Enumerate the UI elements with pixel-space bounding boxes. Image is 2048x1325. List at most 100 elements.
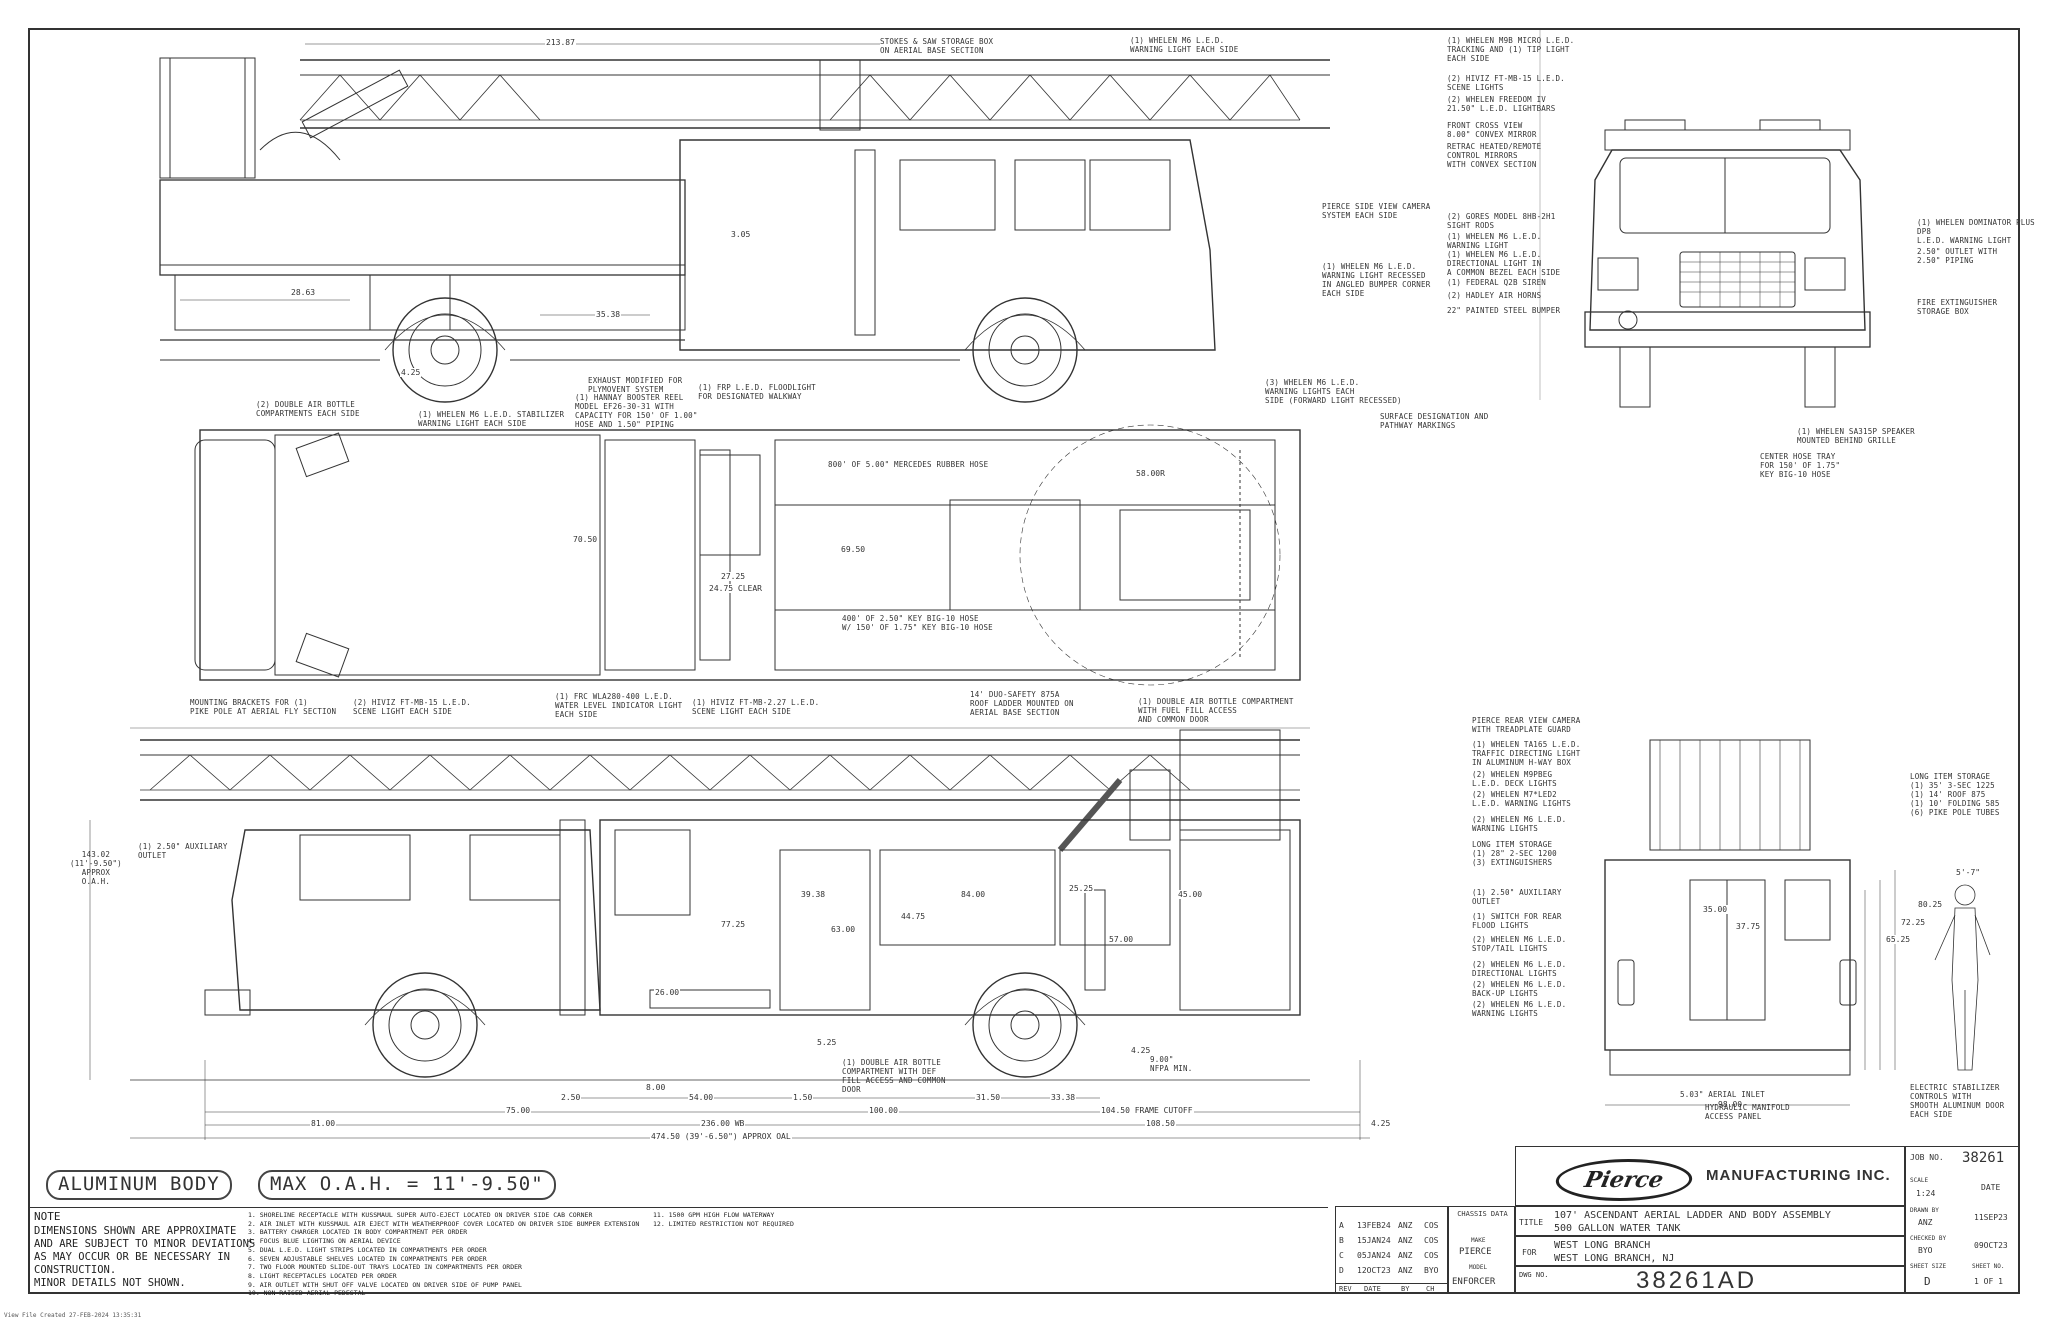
rev-header: CH: [1426, 1285, 1435, 1293]
notes-panel: NOTE DIMENSIONS SHOWN ARE APPROXIMATE AN…: [28, 1207, 1328, 1298]
callout-label: STOKES & SAW STORAGE BOX ON AERIAL BASE …: [880, 37, 994, 55]
rev-ch: COS: [1424, 1251, 1439, 1260]
scale-figure: [1934, 884, 1991, 1071]
note-item: 9. AIR OUTLET WITH SHUT OFF VALVE LOCATE…: [248, 1280, 522, 1289]
dim-label: 54.00: [688, 1093, 715, 1102]
rev-letter: B: [1339, 1236, 1344, 1245]
callout-label: LONG ITEM STORAGE (1) 28" 2-SEC 1200 (3)…: [1472, 840, 1557, 867]
callout-label: (1) WHELEN M6 L.E.D. WARNING LIGHT EACH …: [1130, 36, 1239, 54]
note-item: 4. FOCUS BLUE LIGHTING ON AERIAL DEVICE: [248, 1237, 401, 1246]
callout-label: SURFACE DESIGNATION AND PATHWAY MARKINGS: [1380, 412, 1489, 430]
dwg-number: 38261AD: [1636, 1267, 1758, 1294]
dim-label: 58.00R: [1135, 469, 1166, 478]
callout-label: (1) WHELEN TA165 L.E.D. TRAFFIC DIRECTIN…: [1472, 740, 1581, 767]
callout-label: (1) 2.50" AUXILIARY OUTLET: [1472, 888, 1562, 906]
callout-label: (1) 2.50" AUXILIARY OUTLET: [138, 842, 228, 860]
dim-label: 26.00: [654, 988, 681, 997]
rev-letter: A: [1339, 1221, 1344, 1230]
rev-header: BY: [1401, 1285, 1410, 1293]
callout-label: (2) DOUBLE AIR BOTTLE COMPARTMENTS EACH …: [256, 400, 360, 418]
body-type-label: ALUMINUM BODY: [46, 1170, 232, 1200]
callout-label: EXHAUST MODIFIED FOR PLYMOVENT SYSTEM: [588, 376, 683, 394]
callout-label: (2) WHELEN M6 L.E.D. DIRECTIONAL LIGHTS: [1472, 960, 1567, 978]
plan-view: [194, 424, 1301, 686]
dim-label: 44.75: [900, 912, 927, 921]
rev-ch: BYO: [1424, 1266, 1439, 1275]
notes-list-a: 1. SHORELINE RECEPTACLE WITH KUSSMAUL SU…: [248, 1211, 639, 1298]
chassis-label: CHASSIS DATA: [1457, 1210, 1508, 1218]
max-oah-label: MAX O.A.H. = 11'-9.50": [258, 1170, 556, 1200]
dim-label: 3.05: [730, 230, 752, 239]
dim-label: 5.25: [816, 1038, 838, 1047]
dim-label: 80.25: [1917, 900, 1944, 909]
notes-heading: NOTE: [34, 1210, 61, 1223]
dim-label: 24.75 CLEAR: [708, 584, 763, 593]
callout-label: PIERCE REAR VIEW CAMERA WITH TREADPLATE …: [1472, 716, 1581, 734]
dim-label: 45.00: [1177, 890, 1204, 899]
callout-label: (1) WHELEN M6 L.E.D. WARNING LIGHT RECES…: [1322, 262, 1431, 298]
callout-label: (1) WHELEN SA315P SPEAKER MOUNTED BEHIND…: [1797, 427, 1915, 445]
dim-label: 33.38: [1050, 1093, 1077, 1102]
dim-label: 8.00: [645, 1083, 667, 1092]
notes-list-b: 11. 1500 GPM HIGH FLOW WATERWAY 12. LIMI…: [653, 1211, 794, 1228]
top-side-view: [159, 43, 1330, 403]
oah-dim-label: 143.02 (11'-9.50") APPROX O.A.H.: [70, 850, 122, 886]
callout-label: (2) GORES MODEL 8HB-2H1 SIGHT RODS: [1447, 212, 1556, 230]
dim-label: 236.00 WB: [700, 1119, 746, 1128]
sheet-no-value: 1 OF 1: [1974, 1277, 2003, 1286]
callout-label: HYDRAULIC MANIFOLD ACCESS PANEL: [1705, 1103, 1790, 1121]
for-label: FOR: [1522, 1248, 1537, 1257]
note-item: 8. LIGHT RECEPTACLES LOCATED PER ORDER: [248, 1271, 397, 1280]
title-line-2: 500 GALLON WATER TANK: [1554, 1223, 1681, 1234]
dwg-row: DWG NO. 38261AD: [1515, 1266, 1905, 1294]
rev-by: ANZ: [1398, 1221, 1413, 1230]
checked-by-label: CHECKED BY: [1910, 1235, 1947, 1242]
callout-label: (3) WHELEN M6 L.E.D. WARNING LIGHTS EACH…: [1265, 378, 1402, 405]
dim-label: 4.25: [1130, 1046, 1152, 1055]
callout-label: 5.03" AERIAL INLET: [1680, 1090, 1765, 1099]
dim-label: 9.00" NFPA MIN.: [1150, 1055, 1193, 1073]
callout-label: (1) FRP L.E.D. FLOODLIGHT FOR DESIGNATED…: [698, 383, 816, 401]
callout-label: PIERCE SIDE VIEW CAMERA SYSTEM EACH SIDE: [1322, 202, 1431, 220]
bottom-side-view: [89, 727, 1370, 1140]
callout-label: (1) HANNAY BOOSTER REEL MODEL EF26-30-31…: [575, 393, 698, 429]
dwg-label: DWG NO.: [1519, 1271, 1549, 1279]
note-item: 10. NON-RAISED AERIAL PEDESTAL: [248, 1289, 366, 1298]
notes-main-text: DIMENSIONS SHOWN ARE APPROXIMATE AND ARE…: [34, 1225, 256, 1289]
dim-label: 37.75: [1735, 922, 1762, 931]
scale-label: SCALE: [1910, 1177, 1929, 1184]
rev-header: DATE: [1364, 1285, 1381, 1293]
callout-label: 22" PAINTED STEEL BUMPER: [1447, 306, 1561, 315]
callout-label: (1) HIVIZ FT-MB-2.27 L.E.D. SCENE LIGHT …: [692, 698, 820, 716]
dim-label: 65.25: [1885, 935, 1912, 944]
title-row: TITLE 107' ASCENDANT AERIAL LADDER AND B…: [1515, 1206, 1905, 1236]
dim-label: 2.50: [560, 1093, 582, 1102]
make-value: PIERCE: [1459, 1247, 1492, 1257]
callout-label: 2.50" OUTLET WITH 2.50" PIPING: [1917, 247, 1998, 265]
sheet-size-label: SHEET SIZE: [1910, 1263, 1947, 1270]
dim-label: 35.00: [1702, 905, 1729, 914]
revision-rows: A 13FEB24 ANZ COS B 15JAN24 ANZ COS C 05…: [1336, 1221, 1449, 1281]
pierce-logo: Pierce: [1551, 1159, 1697, 1201]
rev-date: 15JAN24: [1357, 1236, 1391, 1245]
company-name: MANUFACTURING INC.: [1706, 1167, 1891, 1184]
drawn-by-value: ANZ: [1918, 1218, 1933, 1227]
callout-label: (2) WHELEN FREEDOM IV 21.50" L.E.D. LIGH…: [1447, 95, 1556, 113]
rev-by: ANZ: [1398, 1236, 1413, 1245]
dim-label: 98.00: [1717, 1100, 1744, 1109]
dim-label: 474.50 (39'-6.50") APPROX OAL: [650, 1132, 792, 1141]
callout-label: (1) FRC WLA280-400 L.E.D. WATER LEVEL IN…: [555, 692, 683, 719]
dim-label: 81.00: [310, 1119, 337, 1128]
title-label: TITLE: [1519, 1218, 1544, 1227]
rear-view: [1604, 739, 1991, 1106]
dim-label: 104.50 FRAME CUTOFF: [1100, 1106, 1194, 1115]
company-banner: Pierce MANUFACTURING INC.: [1515, 1146, 1905, 1206]
job-no-value: 38261: [1962, 1150, 2005, 1166]
dim-label: 69.50: [840, 545, 867, 554]
note-item: 1. SHORELINE RECEPTACLE WITH KUSSMAUL SU…: [248, 1211, 593, 1219]
dim-label: 63.00: [830, 925, 857, 934]
revision-table: A 13FEB24 ANZ COS B 15JAN24 ANZ COS C 05…: [1335, 1206, 1449, 1296]
revision-header: REV DATE BY CH: [1336, 1283, 1449, 1296]
callout-label: RETRAC HEATED/REMOTE CONTROL MIRRORS WIT…: [1447, 142, 1542, 169]
